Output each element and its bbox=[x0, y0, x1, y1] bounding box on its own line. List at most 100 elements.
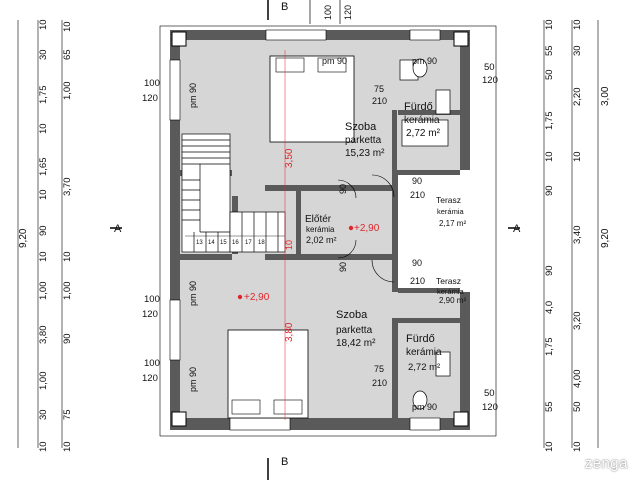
svg-text:210: 210 bbox=[372, 96, 387, 106]
svg-text:10: 10 bbox=[544, 151, 555, 162]
red-dim-mid: 10 bbox=[284, 240, 294, 250]
svg-text:10: 10 bbox=[38, 441, 49, 452]
svg-text:30: 30 bbox=[572, 45, 583, 56]
room-eloter: Előtér kerámia 2,02 m² bbox=[305, 214, 337, 245]
stair-13: 13 bbox=[196, 240, 203, 246]
svg-text:90: 90 bbox=[412, 258, 422, 268]
level-eloter: +2,90 bbox=[354, 223, 380, 234]
svg-text:Terasz: Terasz bbox=[436, 276, 461, 286]
svg-text:90: 90 bbox=[412, 176, 422, 186]
svg-text:10: 10 bbox=[572, 151, 583, 162]
svg-text:pm 90: pm 90 bbox=[412, 402, 437, 412]
svg-text:Terasz: Terasz bbox=[436, 195, 461, 205]
svg-text:120: 120 bbox=[142, 93, 158, 104]
svg-text:75: 75 bbox=[62, 409, 73, 420]
svg-text:Előtér: Előtér bbox=[305, 214, 332, 225]
svg-text:90: 90 bbox=[338, 184, 348, 194]
svg-text:10: 10 bbox=[62, 441, 73, 452]
room-szoba-2: Szoba parketta 18,42 m² bbox=[336, 309, 376, 349]
svg-text:75: 75 bbox=[374, 364, 384, 374]
toilet-icon bbox=[412, 58, 428, 78]
svg-text:120: 120 bbox=[142, 309, 158, 320]
right-dim-chain-1: 10 55 50 1,75 10 90 90 4,0 1,75 55 10 bbox=[544, 19, 555, 452]
svg-text:pm 90: pm 90 bbox=[322, 56, 347, 66]
svg-text:10: 10 bbox=[38, 251, 49, 262]
room-szoba-1: Szoba parketta 15,23 m² bbox=[345, 121, 385, 159]
svg-text:1,75: 1,75 bbox=[544, 112, 555, 131]
svg-text:10: 10 bbox=[38, 19, 49, 30]
opening-labels: 100 120 50 120 100 120 100 120 50 120 bbox=[142, 62, 498, 413]
svg-text:10: 10 bbox=[544, 19, 555, 30]
svg-text:Fürdő: Fürdő bbox=[406, 333, 435, 345]
svg-text:3,20: 3,20 bbox=[572, 312, 583, 331]
section-mark-left: A bbox=[114, 223, 122, 235]
svg-text:1,75: 1,75 bbox=[544, 338, 555, 357]
svg-text:kerámia: kerámia bbox=[306, 225, 335, 234]
svg-text:kerámia: kerámia bbox=[406, 347, 442, 358]
svg-text:120: 120 bbox=[482, 75, 498, 86]
svg-text:pm 90: pm 90 bbox=[188, 281, 198, 306]
svg-text:parketta: parketta bbox=[336, 325, 373, 336]
svg-text:9,20: 9,20 bbox=[600, 228, 611, 248]
svg-text:10: 10 bbox=[38, 189, 49, 200]
svg-text:2,90 m²: 2,90 m² bbox=[439, 296, 466, 305]
svg-text:1,00: 1,00 bbox=[38, 282, 49, 301]
svg-text:120: 120 bbox=[482, 402, 498, 413]
svg-text:2,02 m²: 2,02 m² bbox=[306, 235, 337, 245]
svg-text:90: 90 bbox=[38, 225, 49, 236]
level-markers bbox=[237, 225, 354, 300]
svg-text:30: 30 bbox=[38, 49, 49, 60]
svg-text:65: 65 bbox=[62, 49, 73, 60]
room-terasz-1: Terasz kerámia 2,17 m² bbox=[436, 195, 466, 228]
red-dim-top: 3,50 bbox=[284, 148, 295, 168]
svg-text:1,00: 1,00 bbox=[62, 82, 73, 101]
svg-text:Szoba: Szoba bbox=[336, 309, 368, 321]
left-dim-chain-1: 10 30 1,75 10 1,65 10 90 10 1,00 3,80 1,… bbox=[38, 19, 49, 452]
level-lower: +2,90 bbox=[244, 292, 270, 303]
svg-text:100: 100 bbox=[144, 78, 160, 89]
svg-text:15,23 m²: 15,23 m² bbox=[345, 148, 385, 159]
stair-16: 16 bbox=[232, 240, 239, 246]
section-mark-top: B bbox=[281, 1, 288, 13]
svg-text:55: 55 bbox=[544, 401, 555, 412]
svg-text:10: 10 bbox=[38, 123, 49, 134]
svg-text:10: 10 bbox=[572, 19, 583, 30]
red-dim-bottom: 3,80 bbox=[284, 322, 295, 342]
svg-text:10: 10 bbox=[62, 251, 73, 262]
svg-text:210: 210 bbox=[410, 190, 425, 200]
svg-text:10: 10 bbox=[544, 441, 555, 452]
svg-text:2,17 m²: 2,17 m² bbox=[439, 219, 466, 228]
top-dim-2: 120 bbox=[343, 5, 353, 20]
stair-17: 17 bbox=[245, 240, 252, 246]
svg-text:50: 50 bbox=[484, 62, 495, 73]
svg-text:2,72 m²: 2,72 m² bbox=[406, 128, 441, 139]
svg-text:2,20: 2,20 bbox=[572, 88, 583, 107]
section-mark-right: A bbox=[513, 223, 521, 235]
svg-text:10: 10 bbox=[572, 441, 583, 452]
svg-text:120: 120 bbox=[142, 373, 158, 384]
section-mark-bottom: B bbox=[281, 456, 288, 468]
svg-text:50: 50 bbox=[572, 401, 583, 412]
svg-text:50: 50 bbox=[484, 388, 495, 399]
stair-14: 14 bbox=[208, 240, 215, 246]
staircase bbox=[181, 133, 286, 253]
svg-text:210: 210 bbox=[410, 276, 425, 286]
svg-text:30: 30 bbox=[38, 409, 49, 420]
svg-text:kerámia: kerámia bbox=[437, 207, 465, 216]
toilet-icon-2 bbox=[412, 390, 428, 410]
svg-text:Fürdő: Fürdő bbox=[404, 101, 433, 113]
svg-text:4,00: 4,00 bbox=[572, 370, 583, 389]
right-dim-chain-2: 10 30 2,20 10 3,40 3,20 4,00 50 10 bbox=[572, 19, 583, 452]
svg-text:50: 50 bbox=[544, 69, 555, 80]
svg-text:pm 90: pm 90 bbox=[188, 83, 198, 108]
svg-text:10: 10 bbox=[62, 21, 73, 32]
svg-text:kerámia: kerámia bbox=[404, 115, 440, 126]
svg-text:90: 90 bbox=[544, 185, 555, 196]
svg-text:55: 55 bbox=[544, 45, 555, 56]
left-total-dim: 9,20 bbox=[18, 228, 29, 248]
room-furdo-1: Fürdő kerámia 2,72 m² bbox=[404, 101, 441, 139]
stair-15: 15 bbox=[220, 240, 227, 246]
door-labels: 75 210 90 210 90 210 75 210 90 90 bbox=[338, 84, 425, 388]
svg-text:3,80: 3,80 bbox=[38, 326, 49, 345]
